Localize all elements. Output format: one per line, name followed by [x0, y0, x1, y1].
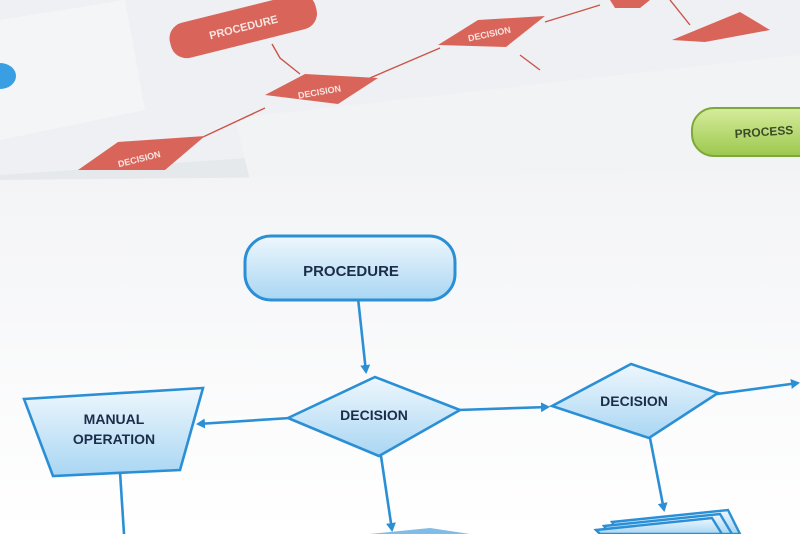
back-connector-1 — [271, 43, 301, 75]
back-connector-4 — [669, 0, 691, 26]
manual-operation-label-line1: MANUAL — [84, 411, 145, 427]
back-connector-3 — [544, 4, 601, 23]
decision-1-label: DECISION — [340, 407, 408, 423]
green-process-shape: PROCESS — [691, 107, 800, 157]
back-decision-3: DECISION — [78, 136, 205, 170]
front-paper — [0, 172, 800, 534]
green-process-label: PROCESS — [734, 123, 794, 141]
back-decision-1: DECISION — [265, 74, 378, 104]
back-procedure-shape: PROCEDURE — [169, 0, 317, 59]
procedure-shape: PROCEDURE — [243, 234, 457, 302]
manual-operation-label-line2: OPERATION — [73, 431, 155, 447]
connector-decision-right — [716, 378, 800, 396]
back-blue-shape — [0, 63, 16, 89]
back-connector-5 — [202, 107, 266, 138]
back-paper-right — [235, 55, 800, 180]
procedure-label: PROCEDURE — [303, 263, 399, 280]
decision-shape-2: DECISION — [548, 362, 721, 440]
connector-decision-manual — [196, 416, 291, 429]
back-decision-4 — [672, 12, 770, 42]
back-shape-top — [610, 0, 650, 8]
connector-decision2-down — [648, 437, 668, 512]
decision-shape-1: DECISION — [284, 375, 464, 458]
bottom-shape-partial — [370, 528, 470, 534]
decision-2-label: DECISION — [600, 393, 668, 409]
back-connector-6 — [519, 54, 541, 71]
back-connector-2 — [369, 47, 441, 79]
back-decision-2: DECISION — [438, 16, 545, 47]
multi-document-shape — [593, 508, 742, 534]
connector-decision-down — [379, 455, 396, 532]
connector-manual-down — [118, 471, 126, 534]
connector-decision-decision — [457, 402, 550, 413]
manual-operation-shape: MANUAL OPERATION — [22, 386, 205, 478]
connector-procedure-decision — [356, 297, 371, 374]
back-paper-left — [0, 0, 145, 140]
